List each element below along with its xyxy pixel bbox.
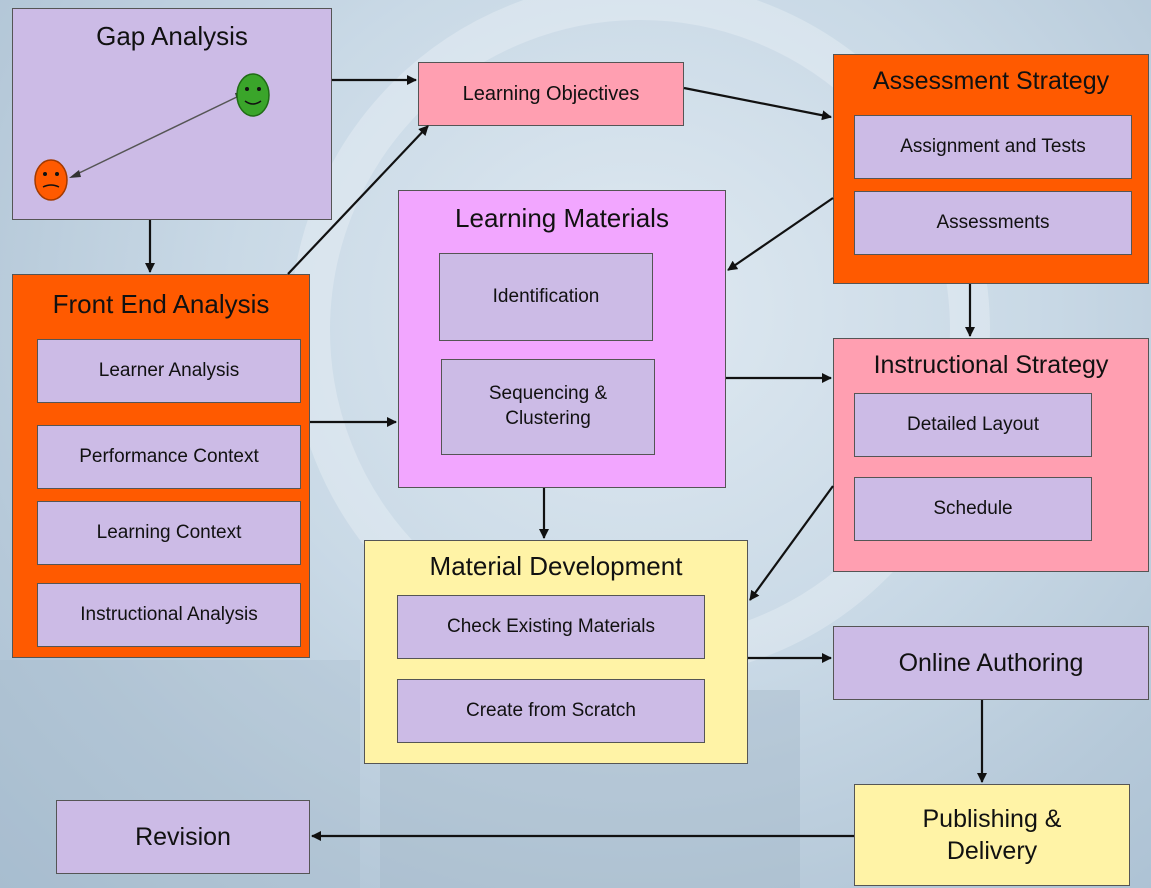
material-development-box: Material Development Check Existing Mate… bbox=[364, 540, 748, 764]
material-development-title: Material Development bbox=[429, 551, 683, 581]
learning-materials-item-sequencing: Sequencing & Clustering bbox=[441, 359, 655, 455]
revision-box: Revision bbox=[56, 800, 310, 874]
arrow-instructional-to-development bbox=[749, 485, 834, 601]
publishing-delivery-box: Publishing & Delivery bbox=[854, 784, 1130, 886]
gap-analysis-box: Gap Analysis bbox=[12, 8, 332, 220]
happy-face-icon bbox=[236, 73, 270, 117]
front-end-item-performance-context: Performance Context bbox=[37, 425, 301, 489]
learning-objectives-label: Learning Objectives bbox=[462, 83, 640, 105]
front-end-item-learning-context: Learning Context bbox=[37, 501, 301, 565]
assessment-strategy-box: Assessment Strategy Assignment and Tests… bbox=[833, 54, 1149, 284]
front-end-analysis-title: Front End Analysis bbox=[52, 289, 270, 319]
material-development-item-check-existing: Check Existing Materials bbox=[397, 595, 705, 659]
assessment-strategy-title: Assessment Strategy bbox=[872, 67, 1110, 95]
material-development-item-create-scratch: Create from Scratch bbox=[397, 679, 705, 743]
instructional-strategy-title: Instructional Strategy bbox=[873, 351, 1109, 379]
assessment-item-assignment-tests: Assignment and Tests bbox=[854, 115, 1132, 179]
sad-face-icon bbox=[34, 159, 68, 201]
front-end-analysis-box: Front End Analysis Learner Analysis Perf… bbox=[12, 274, 310, 658]
learning-materials-box: Learning Materials Identification Sequen… bbox=[398, 190, 726, 488]
learning-objectives-box: Learning Objectives bbox=[418, 62, 684, 126]
online-authoring-box: Online Authoring bbox=[833, 626, 1149, 700]
online-authoring-label: Online Authoring bbox=[898, 648, 1084, 677]
revision-label: Revision bbox=[135, 822, 231, 851]
publishing-delivery-label: Publishing & Delivery bbox=[922, 804, 1062, 866]
arrow-objectives-to-assessment bbox=[683, 86, 832, 121]
assessment-item-assessments: Assessments bbox=[854, 191, 1132, 255]
front-end-item-learner-analysis: Learner Analysis bbox=[37, 339, 301, 403]
learning-materials-item-identification: Identification bbox=[439, 253, 653, 341]
instructional-strategy-box: Instructional Strategy Detailed Layout S… bbox=[833, 338, 1149, 572]
learning-materials-title: Learning Materials bbox=[455, 203, 669, 233]
instructional-item-schedule: Schedule bbox=[854, 477, 1092, 541]
gap-analysis-title: Gap Analysis bbox=[96, 21, 248, 51]
front-end-item-instructional-analysis: Instructional Analysis bbox=[37, 583, 301, 647]
arrow-assessment-to-materials bbox=[727, 197, 834, 271]
instructional-item-detailed-layout: Detailed Layout bbox=[854, 393, 1092, 457]
